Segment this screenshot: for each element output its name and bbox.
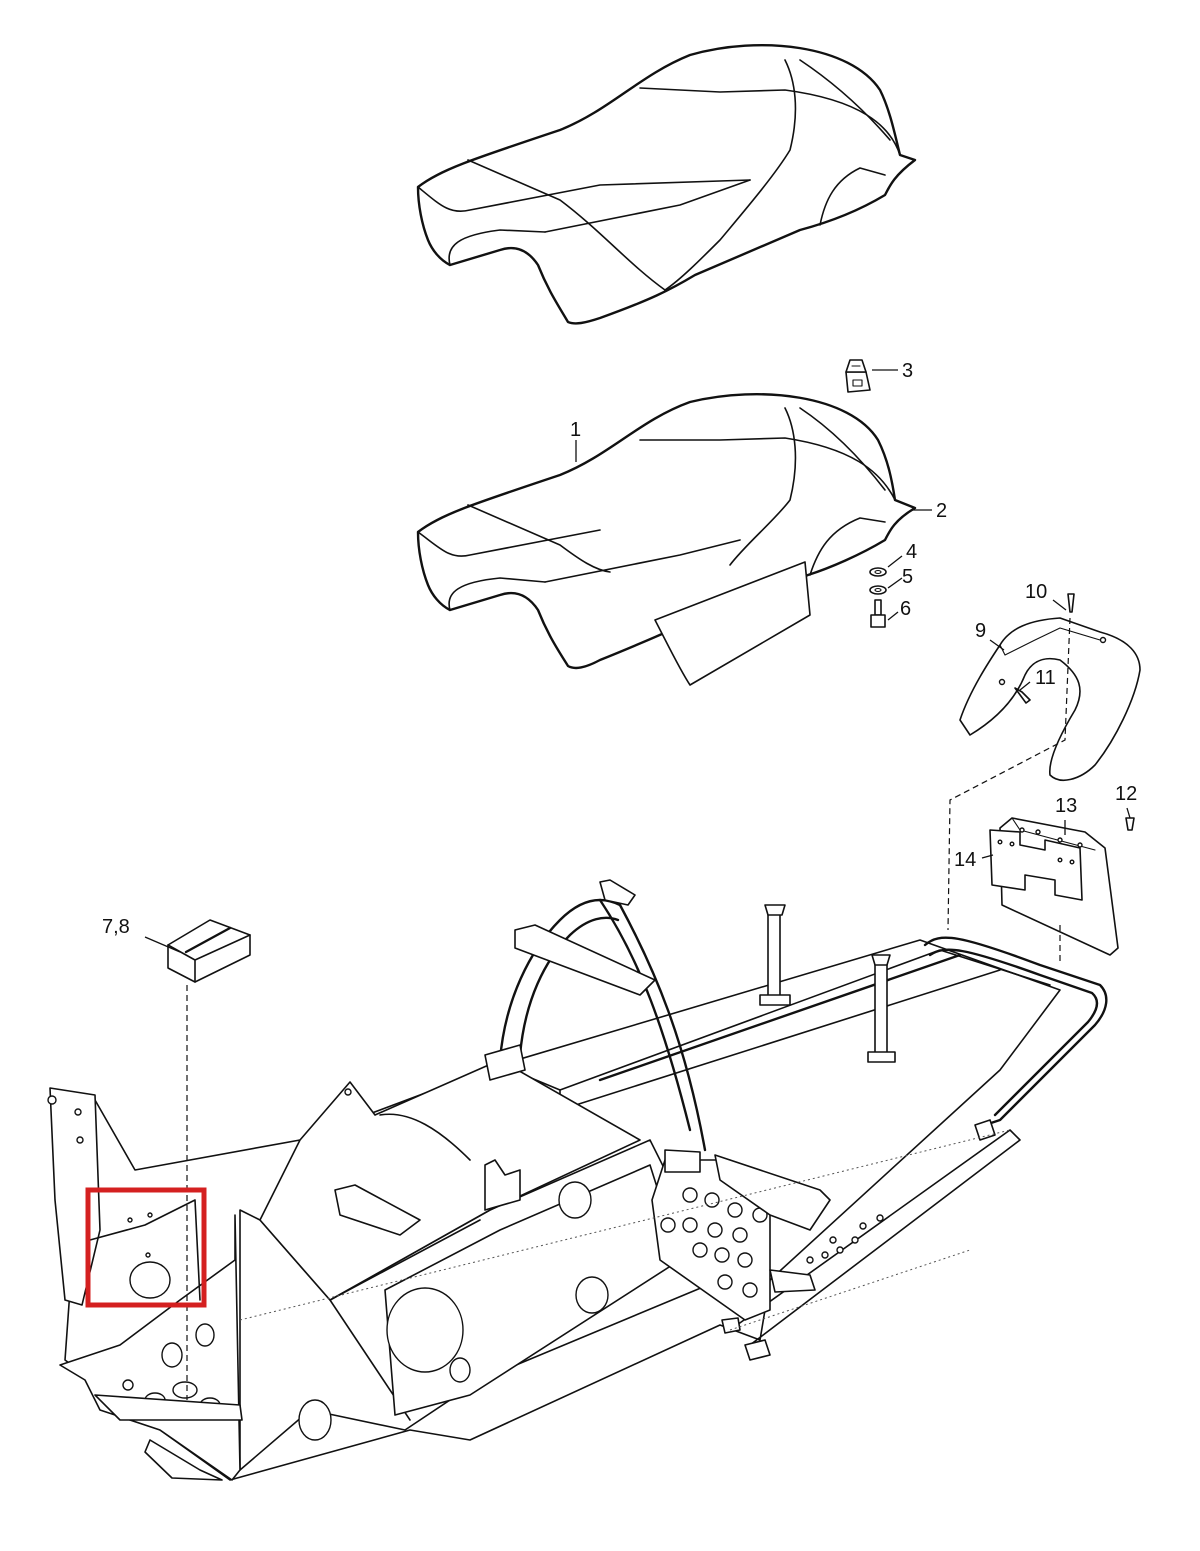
callout-1: 1 (570, 419, 581, 441)
callout-13: 13 (1055, 795, 1077, 817)
leader-lines (144, 369, 1131, 953)
mounting-plate-part-14 (989, 829, 1083, 901)
callout-2: 2 (936, 500, 947, 522)
fasteners-4-5-6 (869, 567, 887, 628)
rivet-part-11 (1014, 687, 1031, 704)
rivet-part-12 (1125, 817, 1135, 831)
callout-5: 5 (902, 566, 913, 588)
callout-labels: 1 2 3 4 5 6 7,8 9 10 11 12 13 14 (102, 360, 1137, 938)
callout-6: 6 (900, 598, 911, 620)
highlight-box (85, 1187, 207, 1308)
callout-4: 4 (906, 541, 917, 563)
callout-9: 9 (975, 620, 986, 642)
pad-part-7-8 (167, 919, 251, 983)
callout-3: 3 (902, 360, 913, 382)
assembly-lines (186, 617, 1071, 1400)
callout-7-8: 7,8 (102, 916, 130, 938)
clip-part-3 (845, 359, 871, 393)
callout-12: 12 (1115, 783, 1137, 805)
callout-10: 10 (1025, 581, 1047, 603)
seat-assembly-illustration (416, 393, 917, 686)
callout-11: 11 (1035, 667, 1056, 689)
backrest-frame-part-9 (959, 617, 1141, 781)
rivet-part-10 (1067, 593, 1075, 613)
callout-14: 14 (954, 849, 976, 871)
chassis-frame-illustration (47, 879, 1108, 1481)
seat-cover-illustration (416, 43, 917, 325)
